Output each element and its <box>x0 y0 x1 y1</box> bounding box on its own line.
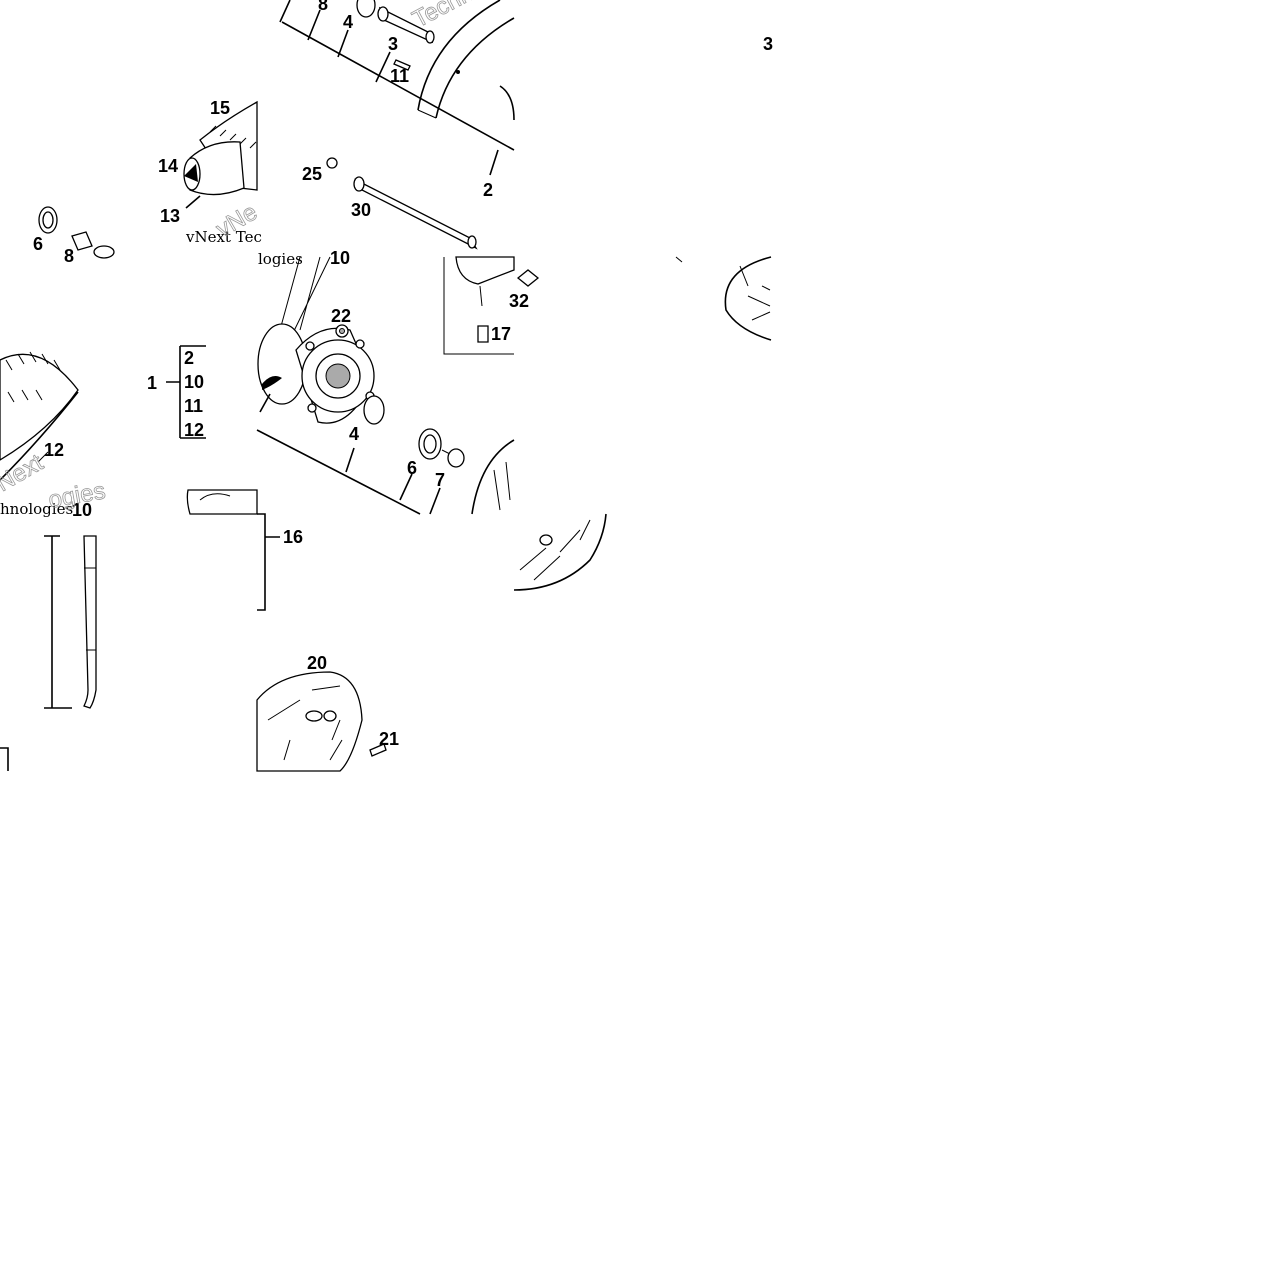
callout-17: 17 <box>491 324 511 344</box>
legend-bracket <box>166 345 206 439</box>
hub-part <box>257 323 307 405</box>
watermark-text: hnologies <box>0 500 73 518</box>
disc-arc <box>724 256 772 341</box>
callout-11: 11 <box>390 66 409 86</box>
tile-legend: 1 2 10 11 12 12 10 hnologies Next ogies <box>0 345 258 520</box>
brake-disc-part <box>256 671 363 772</box>
callout-4: 4 <box>343 12 353 32</box>
disc-arc <box>471 439 515 515</box>
spoke-part <box>83 535 97 709</box>
legend-item: 2 <box>184 348 194 368</box>
legend-item: 12 <box>184 420 204 440</box>
callout-13: 13 <box>160 206 180 226</box>
legend-item: 10 <box>184 372 204 392</box>
callout-25: 25 <box>302 164 322 184</box>
rim-arc <box>417 0 501 111</box>
leader-baseline <box>281 21 515 151</box>
inset-frame <box>186 489 258 515</box>
callout-2: 2 <box>483 180 493 200</box>
callout-20: 20 <box>307 653 327 673</box>
callout-8b: 8 <box>64 246 74 266</box>
screw-part <box>369 743 387 757</box>
inset-frame <box>443 257 514 355</box>
bearing-part <box>363 395 385 425</box>
spacer-part <box>447 448 465 468</box>
callout-6: 6 <box>33 234 43 254</box>
tile-axle-rim: Techn 8 4 3 11 25 30 2 <box>279 0 515 250</box>
tile-brake-disc: 16 20 21 <box>256 513 399 772</box>
callout-12: 12 <box>44 440 64 460</box>
callout-14: 14 <box>158 156 178 176</box>
callout-8: 8 <box>318 0 328 14</box>
callout-10c: 10 <box>72 500 92 520</box>
callout-22: 22 <box>331 306 351 326</box>
watermark-text: logies <box>258 250 303 268</box>
screw-part <box>393 59 411 71</box>
disc-arc <box>513 513 607 591</box>
axle-part <box>354 178 478 250</box>
callout-4b: 4 <box>349 424 359 444</box>
bracket-16 <box>257 513 280 611</box>
callout-7: 7 <box>435 470 445 490</box>
callout-3: 3 <box>388 34 398 54</box>
watermark-text: vNext Tec <box>185 228 262 246</box>
dimension-line <box>44 535 72 709</box>
callout-16: 16 <box>283 527 303 547</box>
tube-part <box>189 141 245 196</box>
pin-part <box>477 325 489 343</box>
callout-21: 21 <box>379 729 399 749</box>
callout-3b: 3 <box>763 34 773 54</box>
callout-6b: 6 <box>407 458 417 478</box>
tile-hub: logies 10 <box>256 248 540 515</box>
bolt-part <box>326 157 338 169</box>
tile-disc-lower <box>513 513 607 591</box>
legend-item: 11 <box>184 396 203 416</box>
callout-15: 15 <box>210 98 230 118</box>
tile-disc-fragment <box>675 256 772 341</box>
legend-assembly-number: 1 <box>147 373 157 393</box>
watermark-text: ogies <box>46 477 107 514</box>
tile-tyre-tube: 15 14 13 6 8 vNext Tec vNe <box>33 98 262 266</box>
tile-top-right: 3 <box>763 34 773 54</box>
callout-30: 30 <box>351 200 371 220</box>
spacer-part <box>356 0 376 18</box>
tyre-part <box>0 353 79 461</box>
spoke-lines <box>279 256 331 336</box>
tile-spoke <box>0 535 97 771</box>
bolt-part <box>516 269 540 287</box>
callout-32: 32 <box>509 291 529 311</box>
callout-10: 10 <box>330 248 350 268</box>
